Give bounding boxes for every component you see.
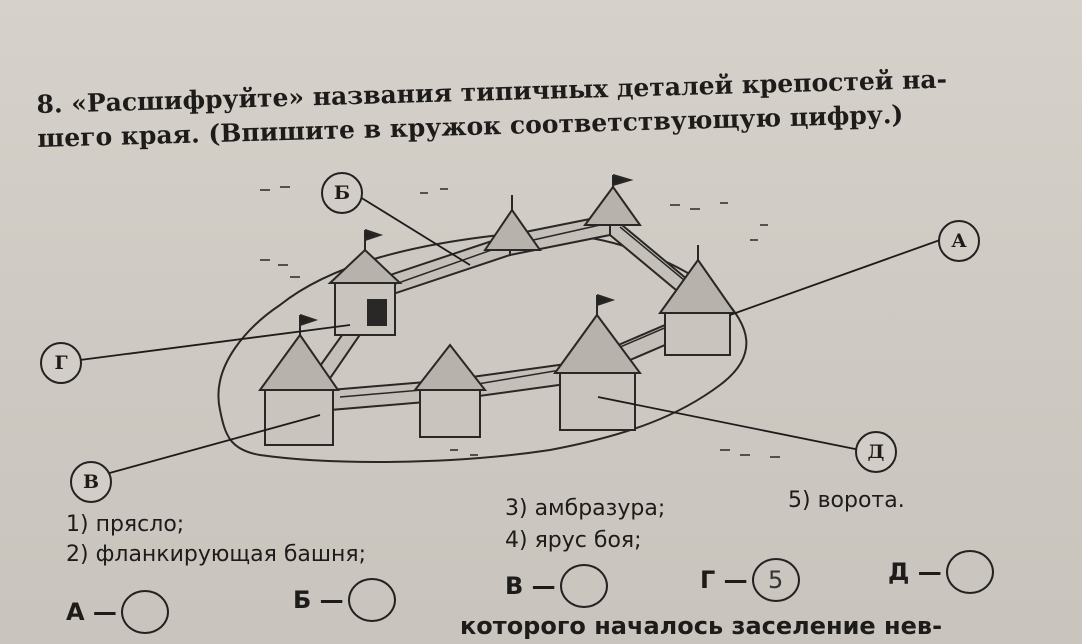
leader-lines [79,196,941,478]
answer-g-label: Г — [700,566,748,594]
callout-v: В [70,461,112,503]
callout-b: Б [321,172,363,214]
fortress-illustration [79,174,941,478]
next-task-fragment: которого началось заселение нев- [460,612,943,640]
answer-v: В — [505,564,608,608]
option-5: 5) ворота. [788,488,905,513]
answer-b-circle[interactable] [347,578,396,622]
answer-d-label: Д — [888,558,942,586]
answer-v-circle[interactable] [559,564,608,608]
answer-a-circle[interactable] [120,590,169,634]
option-3: 3) амбразура; [505,496,666,521]
callout-d: Д [855,431,897,473]
answer-g: Г — 5 [700,558,800,602]
answer-a: А — [66,590,169,634]
option-4: 4) ярус боя; [505,528,642,553]
answer-d: Д — [888,550,994,594]
option-1: 1) прясло; [66,512,185,537]
water-marks [260,186,780,458]
answer-b-label: Б — [293,586,344,614]
answer-d-circle[interactable] [945,550,994,594]
towers [258,174,737,446]
answer-v-label: В — [505,572,556,600]
task-text: 8. «Расшифруйте» названия типичных детал… [36,60,1038,156]
callout-g: Г [40,342,82,384]
option-2: 2) фланкирующая башня; [66,542,367,567]
callout-a: А [938,220,980,262]
answer-a-label: А — [66,598,117,626]
answer-b: Б — [293,578,396,622]
battlements [339,224,691,398]
answer-g-circle[interactable]: 5 [751,558,800,602]
